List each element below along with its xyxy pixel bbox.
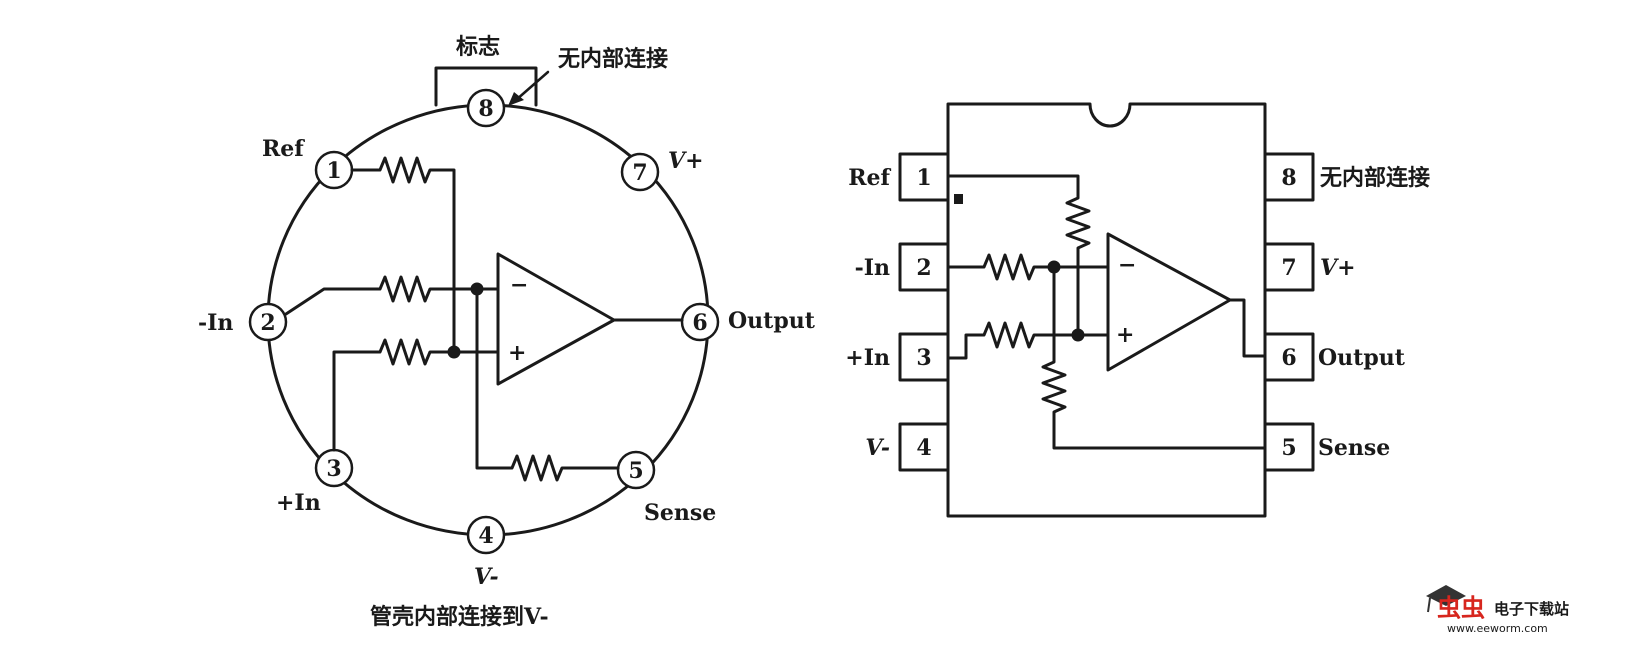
watermark-logo: 虫虫 电子下载站 www.eeworm.com (1426, 585, 1569, 635)
can-wire-in-plus (332, 338, 500, 452)
dip-node-plus (1071, 328, 1085, 342)
dip-wire-output (1228, 298, 1267, 358)
can-wire-in-minus (284, 275, 500, 316)
can-pin-3-num: 3 (326, 456, 341, 482)
can-caption: 管壳内部连接到V- (370, 604, 549, 630)
dip-body (946, 102, 1267, 518)
dip-opamp-plus: + (1116, 322, 1134, 348)
can-pin-8 (466, 88, 506, 128)
dip-label-nc: 无内部连接 (1320, 165, 1430, 191)
dip-pin-4-num: 4 (916, 435, 931, 461)
dip-label-in-plus: +In (845, 345, 890, 371)
dip-wire-sense (1041, 265, 1267, 450)
can-node-plus (447, 345, 461, 359)
nc-label: 无内部连接 (558, 46, 668, 72)
can-pin-7-num: 7 (632, 160, 647, 186)
marker-label: 标志 (456, 34, 500, 60)
can-pin-4 (466, 515, 506, 555)
dip-pin-7-num: 7 (1281, 255, 1296, 281)
dip-wire-in-minus (946, 253, 1110, 281)
can-opamp-minus: − (510, 272, 528, 298)
dip-wire-in-plus (946, 321, 1110, 360)
dip-pin-box-4 (898, 422, 950, 472)
dip-opamp-minus: − (1118, 252, 1136, 278)
dip-pin-6-num: 6 (1281, 345, 1296, 371)
dip-label-v-plus: V+ (1320, 255, 1356, 281)
dip-package (898, 102, 1315, 518)
can-pin-7 (620, 152, 660, 192)
can-pin-1-num: 1 (326, 158, 341, 184)
dip-pin-box-7 (1263, 242, 1315, 292)
dip-label-sense: Sense (1318, 435, 1390, 461)
dip-pin-2-num: 2 (916, 255, 931, 281)
can-label-ref: Ref (262, 136, 305, 162)
dip-node-minus (1047, 260, 1061, 274)
watermark-mark: 虫虫 (1437, 594, 1485, 622)
can-label-v-plus: V+ (668, 148, 704, 174)
dip-label-v-minus: V- (865, 435, 890, 461)
can-label-in-minus: -In (198, 310, 233, 336)
dip-wire-ref (946, 174, 1091, 337)
can-label-sense: Sense (644, 500, 716, 526)
nc-pointer (514, 70, 550, 102)
dip-label-in-minus: -In (855, 255, 890, 281)
can-label-v-minus: V- (474, 564, 499, 590)
can-label-in-plus: +In (276, 490, 321, 516)
dip-label-output: Output (1318, 345, 1406, 371)
can-pin-6 (680, 302, 720, 342)
dip-labels: 1 2 3 4 8 7 6 5 Ref -In +In V- 无内部连接 V+ … (845, 165, 1430, 461)
watermark-url: www.eeworm.com (1447, 622, 1548, 635)
dip-label-ref: Ref (848, 165, 891, 191)
can-pin-2 (248, 302, 288, 342)
can-package (248, 66, 720, 555)
can-label-output: Output (728, 308, 816, 334)
dip-pin-3-num: 3 (916, 345, 931, 371)
can-pin-6-num: 6 (692, 310, 707, 336)
can-wire-ref (350, 156, 456, 356)
can-pin-2-num: 2 (260, 310, 275, 336)
can-opamp (496, 252, 616, 386)
can-node-minus (470, 282, 484, 296)
can-pin-5 (616, 450, 656, 490)
dip-opamp (1106, 232, 1232, 372)
can-pin-8-num: 8 (478, 96, 493, 122)
can-labels: 标志 无内部连接 8 1 7 2 6 3 5 4 Ref -In +In V- … (198, 34, 816, 630)
marker-tab (434, 66, 538, 107)
cap-tassel (1427, 597, 1431, 613)
watermark-brand: 电子下载站 (1494, 600, 1569, 618)
can-wire-sense (475, 287, 620, 482)
graduation-cap-icon (1426, 585, 1466, 606)
dip-pin-1-num: 1 (916, 165, 931, 191)
dip-pin-box-8 (1263, 152, 1315, 202)
dip-pin1-marker (954, 194, 963, 204)
can-pin-5-num: 5 (628, 458, 643, 484)
dip-pin-8-num: 8 (1281, 165, 1296, 191)
nc-pointer-head (508, 92, 524, 106)
can-opamp-plus: + (508, 340, 526, 366)
can-pin-4-num: 4 (478, 523, 493, 549)
dip-pin-5-num: 5 (1281, 435, 1296, 461)
